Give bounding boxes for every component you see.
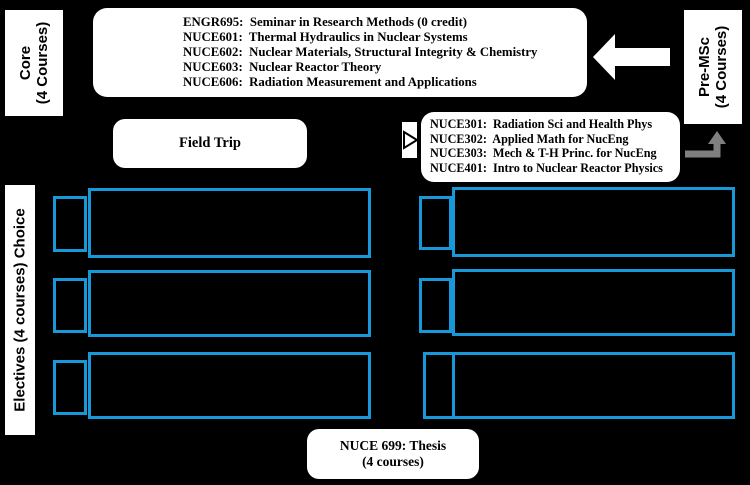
field-trip-box: Field Trip xyxy=(113,119,307,168)
elective-tab-left-2 xyxy=(53,278,87,333)
field-trip-label: Field Trip xyxy=(179,135,241,151)
core-course-line: NUCE603: Nuclear Reactor Theory xyxy=(183,60,382,74)
core-label-text: Core (4 Courses) xyxy=(17,22,51,105)
premsc-course-line: NUCE303: Mech & T-H Princ. for NucEng xyxy=(430,146,657,160)
thesis-box: NUCE 699: Thesis (4 courses) xyxy=(307,429,479,479)
elective-tab-right-3 xyxy=(423,352,455,419)
core-label-line1: Core xyxy=(17,45,34,81)
elective-tab-right-2 xyxy=(419,278,452,333)
elective-tab-left-3 xyxy=(53,360,87,415)
electives-label-text: Electives (4 courses) Choice xyxy=(11,208,29,412)
right-triangle-flag-icon xyxy=(402,122,419,158)
core-label: Core (4 Courses) xyxy=(3,8,65,118)
thesis-line1: NUCE 699: Thesis xyxy=(339,437,447,453)
electives-label: Electives (4 courses) Choice xyxy=(3,183,37,437)
left-block-arrow-icon xyxy=(593,34,670,80)
premsc-course-line: NUCE301: Radiation Sci and Health Phys xyxy=(430,117,653,131)
premsc-label-line1: Pre-MSc xyxy=(696,36,713,98)
premsc-course-line: NUCE401: Intro to Nuclear Reactor Physic… xyxy=(430,160,663,175)
core-course-line: NUCE606: Radiation Measurement and Appli… xyxy=(183,75,477,89)
core-course-line: NUCE601: Thermal Hydraulics in Nuclear S… xyxy=(183,30,468,44)
elective-box-right-2 xyxy=(452,269,735,336)
elective-box-left-2 xyxy=(88,270,371,337)
premsc-label-text: Pre-MSc (4 Courses) xyxy=(696,26,730,109)
elective-box-left-3 xyxy=(88,352,371,419)
elective-box-right-1 xyxy=(452,187,735,257)
elective-box-left-1 xyxy=(88,188,371,258)
premsc-label: Pre-MSc (4 Courses) xyxy=(682,8,744,126)
core-label-line2: (4 Courses) xyxy=(34,21,51,105)
elective-tab-right-1 xyxy=(419,196,452,250)
premsc-course-line: NUCE302: Applied Math for NucEng xyxy=(430,131,629,146)
core-courses-box: ENGR695: Seminar in Research Methods (0 … xyxy=(93,8,587,97)
elbow-up-arrow-icon xyxy=(685,131,726,158)
elective-tab-left-1 xyxy=(53,196,87,252)
thesis-line2: (4 courses) xyxy=(362,454,424,469)
premsc-label-line2: (4 Courses) xyxy=(713,25,730,109)
core-course-line: NUCE602: Nuclear Materials, Structural I… xyxy=(183,45,538,59)
core-course-line: ENGR695: Seminar in Research Methods (0 … xyxy=(183,15,467,29)
elective-box-right-3 xyxy=(452,352,735,419)
premsc-courses-box: NUCE301: Radiation Sci and Health Phys N… xyxy=(421,112,680,182)
